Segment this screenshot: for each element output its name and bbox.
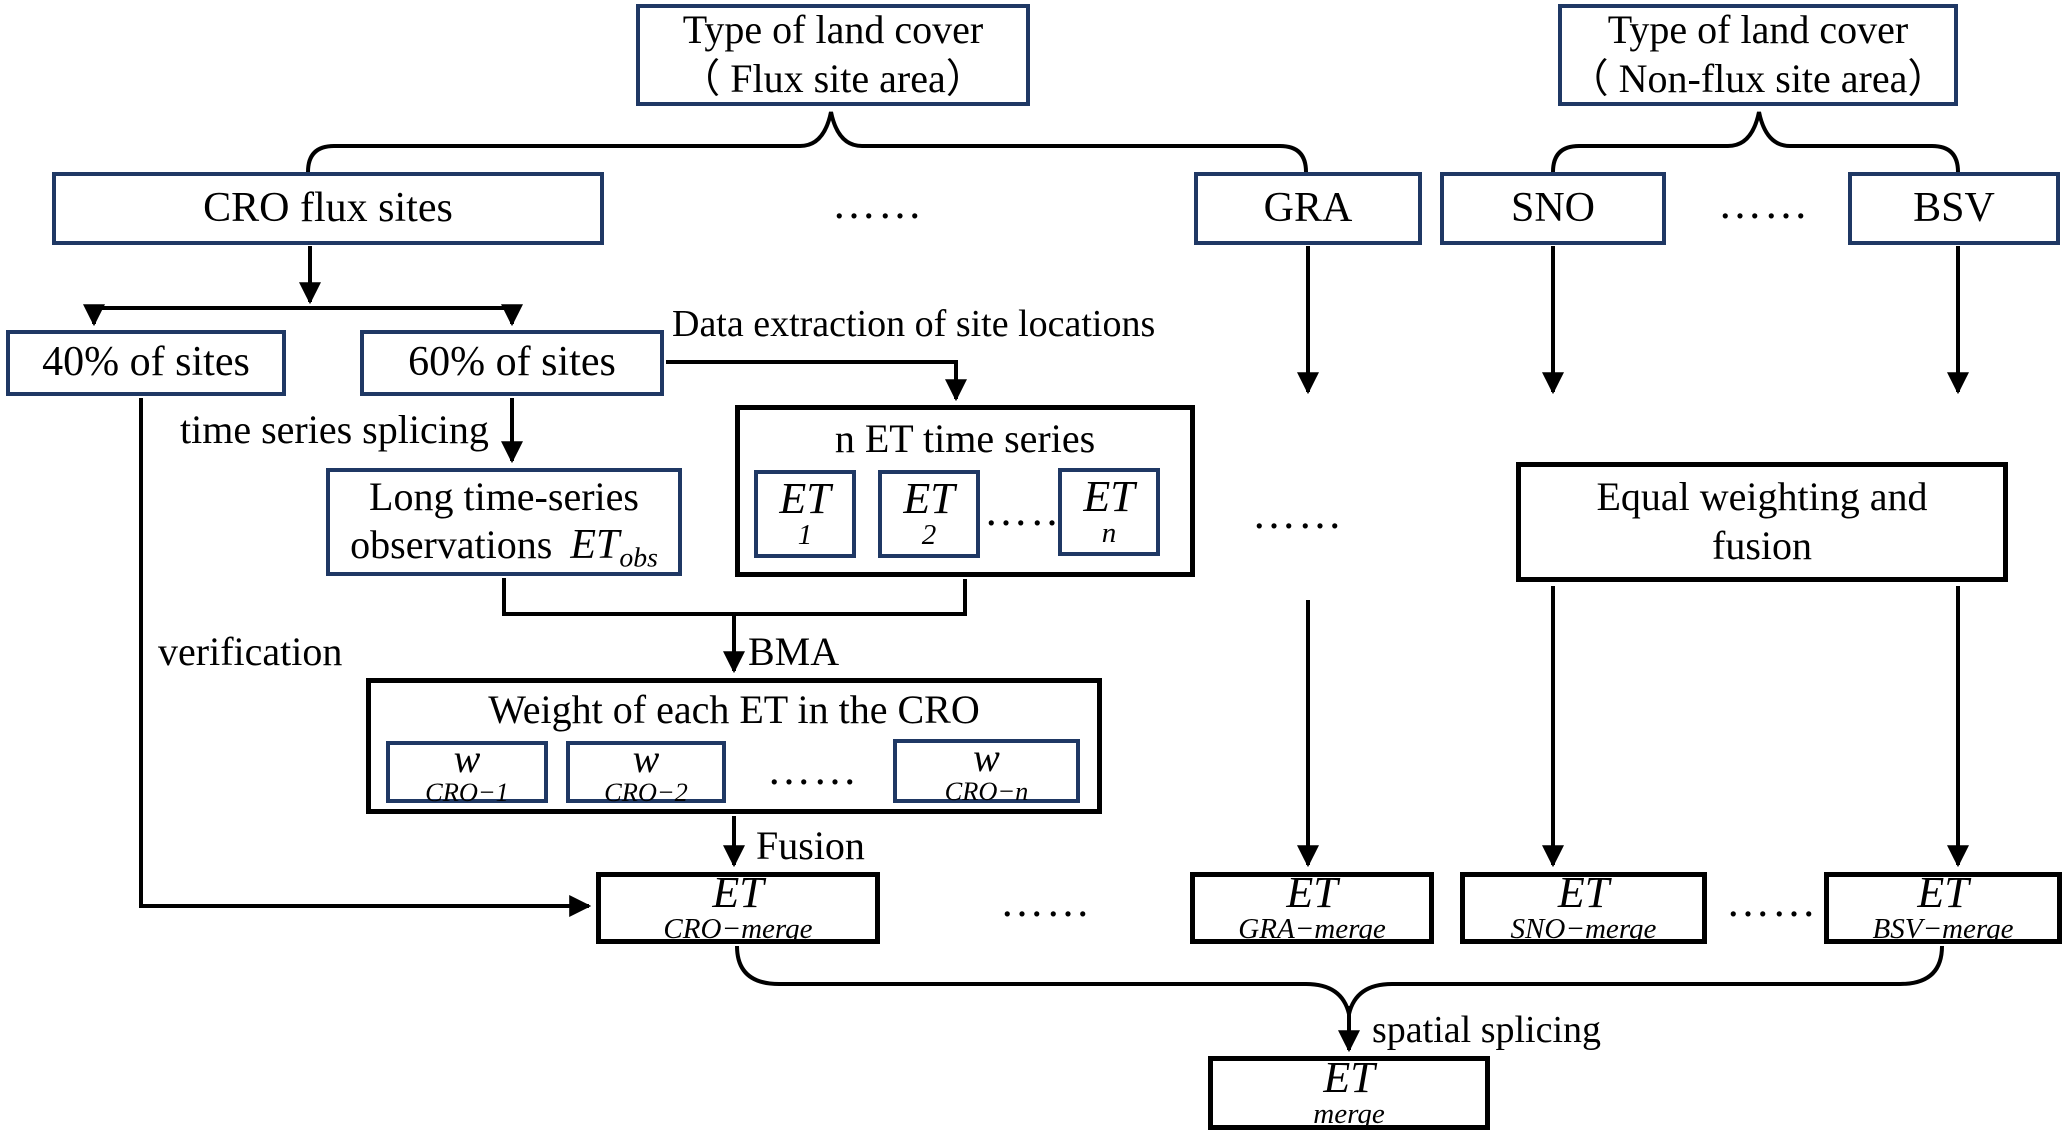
node-label-line2: fusion <box>1712 523 1812 568</box>
node-label: SNO <box>1510 184 1596 231</box>
node-label-line2: （ Flux site area） <box>680 56 986 101</box>
arrow-verification <box>139 398 592 917</box>
merge-connector-right <box>1347 945 1944 1015</box>
formula-sub: CRO−n <box>944 775 1029 806</box>
formula-main: w <box>632 735 660 781</box>
formula-et-obs: ETobs <box>570 522 658 571</box>
edge-label-verification: verification <box>158 629 343 674</box>
node-label: BSV <box>1913 184 1995 231</box>
formula-main: ET <box>712 868 764 918</box>
formula-main: ET <box>1323 1053 1375 1103</box>
formula-sub: CRO−merge <box>663 913 813 946</box>
ellipsis-merge-right: …… <box>1726 877 1818 926</box>
node-label-line2: observations ETobs <box>350 521 658 571</box>
node-label-prefix: observations <box>350 522 553 568</box>
formula-main: w <box>973 734 1000 780</box>
formula-main: ET <box>1917 868 1969 918</box>
formula-sub: CRO−1 <box>425 776 509 807</box>
formula-sub: CRO−2 <box>604 776 688 807</box>
node-label: 40% of sites <box>42 339 250 386</box>
node-label: GRA <box>1263 184 1353 231</box>
node-60-percent-sites: 60% of sites <box>360 330 664 396</box>
node-label-line1: Type of land cover <box>682 7 984 53</box>
node-40-percent-sites: 40% of sites <box>6 330 286 396</box>
formula-main: ET <box>903 474 955 524</box>
node-sno: SNO <box>1440 172 1666 245</box>
ellipsis-row2-right: …… <box>1718 179 1810 228</box>
formula-sub: merge <box>1313 1098 1385 1131</box>
formula-sub: obs <box>619 541 658 573</box>
edge-label-time-series-splicing: time series splicing <box>180 407 489 452</box>
formula-sub: BSV−merge <box>1872 913 2014 946</box>
formula-sub: n <box>1101 517 1117 550</box>
ellipsis-row2-left: …… <box>832 179 924 228</box>
formula-sub: 1 <box>797 519 813 552</box>
formula-sub: GRA−merge <box>1238 913 1386 946</box>
merge-connector-left <box>735 945 1351 1015</box>
ellipsis-weights: …… <box>767 745 859 794</box>
ellipsis-gra-column: …… <box>1252 489 1344 538</box>
node-long-obs: Long time-series observations ETobs <box>326 468 682 576</box>
node-title: n ET time series <box>834 416 1096 461</box>
node-flux-land-cover: Type of land cover （ Flux site area） <box>636 4 1030 106</box>
formula-main: ET <box>570 522 620 569</box>
node-label-line1: Type of land cover <box>1607 7 1909 53</box>
formula-sub: 2 <box>921 519 937 552</box>
node-cro-flux-sites: CRO flux sites <box>52 172 604 245</box>
fork-flux-cover <box>306 111 1308 173</box>
node-label-line2: （ Non-flux site area） <box>1568 56 1948 101</box>
formula-main: ET <box>1286 868 1338 918</box>
node-label-line1: Equal weighting and <box>1596 474 1928 520</box>
formula-main: ET <box>779 474 831 524</box>
edge-label-spatial-splicing: spatial splicing <box>1372 1009 1602 1051</box>
edge-label-bma: BMA <box>748 629 840 674</box>
node-nonflux-land-cover: Type of land cover （ Non-flux site area） <box>1558 4 1958 106</box>
node-gra: GRA <box>1194 172 1422 245</box>
fork-nonflux-cover <box>1551 111 1960 173</box>
node-equal-weighting: Equal weighting and fusion <box>1516 462 2008 582</box>
node-label: 60% of sites <box>408 339 616 386</box>
edge-label-data-extraction: Data extraction of site locations <box>672 303 1156 345</box>
arrow-60-to-netseries <box>666 360 967 402</box>
formula-main: ET <box>1557 868 1610 918</box>
node-bsv: BSV <box>1848 172 2060 245</box>
node-title: Weight of each ET in the CRO <box>488 687 980 732</box>
bracket-obs-net <box>502 578 967 616</box>
node-label: CRO flux sites <box>203 184 453 231</box>
ellipsis-merge-left: …… <box>1000 877 1092 926</box>
formula-main: w <box>453 735 481 781</box>
formula-main: ET <box>1083 472 1135 522</box>
formula-sub: SNO−merge <box>1510 913 1657 946</box>
edge-label-fusion: Fusion <box>756 823 865 868</box>
node-label-line1: Long time-series <box>369 473 639 519</box>
